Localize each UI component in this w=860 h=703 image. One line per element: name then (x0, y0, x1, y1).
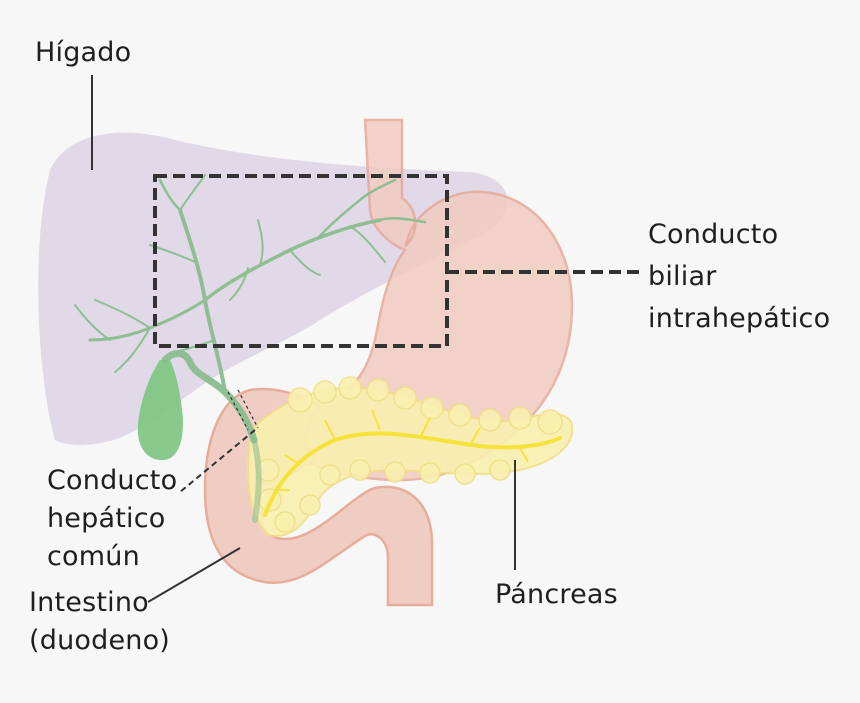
pancreas-label: Páncreas (495, 576, 618, 614)
common-hepatic-duct-label: Conducto hepático común (47, 462, 177, 576)
liver-label: Hígado (35, 34, 131, 72)
intrahepatic-duct-label: Conducto biliar intrahepático (648, 214, 830, 340)
intestine-label: Intestino (duodeno) (29, 584, 170, 660)
